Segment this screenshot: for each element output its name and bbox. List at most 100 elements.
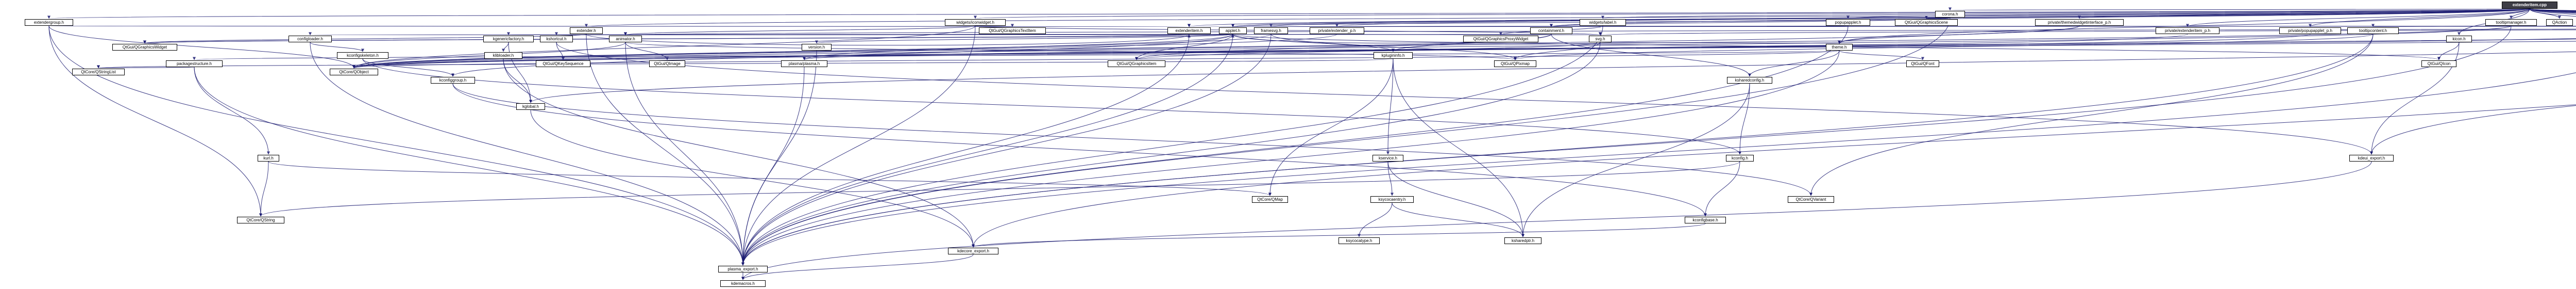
include-edge [1809,34,2374,196]
include-edge [97,58,1394,69]
graph-node[interactable]: kdemacros.h [720,280,766,287]
graph-node[interactable]: kconfigbase.h [1685,217,1726,223]
include-edge [2510,8,2530,19]
graph-node[interactable]: extender.h [570,27,603,34]
include-edge [1839,50,1924,60]
graph-node[interactable]: packagestructure.h [166,60,223,67]
graph-node[interactable]: QtGui/QGraphicsScene [1895,19,1958,26]
graph-node[interactable]: widgets/label.h [1580,19,1626,26]
include-edge [2529,8,2576,17]
include-edge [362,58,454,77]
include-edge [2529,8,2576,13]
include-edge [2370,105,2576,155]
graph-node[interactable]: QAction [2546,19,2573,26]
graph-node[interactable]: kurl.h [258,155,279,162]
graph-node[interactable]: private/themedwidgetinterface_p.h [2035,19,2124,26]
include-edge [1599,29,2576,36]
graph-node[interactable]: QtCore/QStringList [72,69,125,75]
graph-node[interactable]: QtCore/QString [237,217,284,223]
include-edge [1135,34,1233,60]
include-edge [741,34,1233,266]
graph-node[interactable]: private/extender_p.h [1310,27,1364,34]
include-edge [310,42,744,266]
graph-node[interactable]: QtCore/QObject [330,69,378,75]
graph-node[interactable]: kshortcut.h [540,36,573,42]
graph-node[interactable]: kconfigskeleton.h [337,52,388,59]
graph-node[interactable]: klibloader.h [484,52,522,59]
graph-node[interactable]: QtGui/QGraphicsWidget [112,44,177,51]
include-edge [529,51,2576,103]
include-edge [1514,42,1601,60]
include-edge [1602,8,2530,19]
graph-node[interactable]: kdeui_export.h [2349,155,2394,162]
graph-node-root[interactable]: extenderitem.cpp [2502,2,2557,9]
include-edge [1386,58,1394,155]
graph-node[interactable]: ksharedconfig.h [1727,77,1772,84]
graph-node[interactable]: theme.h [1826,44,1853,51]
graph-node[interactable]: kplugininfo.h [1374,52,1413,59]
edge-group [48,7,2576,280]
graph-node[interactable]: svg.h [1589,36,1612,42]
include-edge [556,42,565,60]
graph-node[interactable]: kgenericfactory.h [483,36,534,42]
graph-node[interactable]: corona.h [1935,11,1965,18]
graph-node[interactable]: framesvg.h [1254,27,1288,34]
include-edge [1268,58,1394,196]
include-edge [975,24,1014,27]
include-edge [352,25,976,69]
include-edge [48,8,2530,19]
graph-node[interactable]: applet.h [1219,27,1247,34]
graph-node[interactable]: animator.h [609,36,642,42]
include-edge [194,67,744,266]
include-edge [815,34,1233,44]
include-edge [502,42,509,52]
graph-node[interactable]: QtGui/QImage [649,60,685,67]
include-edge [1748,50,1840,77]
include-edge [48,25,744,266]
include-edge [625,32,1552,36]
include-edge [452,83,1812,196]
graph-node[interactable]: popupapplet.h [1826,19,1870,26]
graph-node[interactable]: configloader.h [289,36,332,42]
include-edge [310,42,364,52]
graph-node[interactable]: ksycocatype.h [1338,237,1380,244]
graph-node[interactable]: QtGui/QPixmap [1494,60,1536,67]
graph-node[interactable]: widgets/iconwidget.h [945,19,1006,26]
graph-node[interactable]: kconfiggroup.h [431,77,475,84]
include-edge [741,67,805,266]
graph-node[interactable]: extendergroup.h [25,19,73,26]
graph-node[interactable]: QtCore/QVariant [1788,196,1834,203]
graph-node[interactable]: kicon.h [2446,36,2472,42]
graph-node[interactable]: QtCore/QMap [1252,196,1288,203]
include-edge [1387,161,1394,196]
graph-node[interactable]: QtGui/QGraphicsTextItem [979,27,1046,34]
include-edge [48,24,1190,27]
graph-node[interactable]: kdecore_export.h [948,248,998,254]
graph-node[interactable]: QtGui/QGraphicsProxyWidget [1463,36,1538,42]
graph-node[interactable]: ksycocaentry.h [1370,196,1414,203]
graph-node[interactable]: kconfig.h [1726,155,1754,162]
graph-node[interactable]: QtGui/QFont [1906,60,1939,67]
graph-node[interactable]: kservice.h [1372,155,1403,162]
include-edge [2529,8,2576,13]
include-edge [1704,161,1740,217]
graph-node[interactable]: tooltipcontent.h [2347,27,2399,34]
include-edge [1521,83,1750,237]
graph-node[interactable]: QtGui/QGraphicsItem [1108,60,1165,67]
graph-node[interactable]: plasma_export.h [718,266,768,272]
graph-node[interactable]: containment.h [1530,27,1572,34]
graph-node[interactable]: kglobal.h [516,103,545,110]
graph-node[interactable]: ksharedptr.h [1504,237,1541,244]
include-edge [741,42,1601,266]
graph-node[interactable]: tooltipmanager.h [2485,19,2537,26]
include-edge [97,65,195,69]
graph-node[interactable]: private/popupapplet_p.h [2279,27,2341,34]
graph-node[interactable]: QtGui/QIcon [2421,60,2456,67]
graph-node[interactable]: version.h [802,44,832,51]
include-edge [2437,42,2460,60]
graph-node[interactable]: QtGui/QKeySequence [536,60,590,67]
graph-node[interactable]: plasma/plasma.h [781,60,827,67]
graph-node[interactable]: extenderitem.h [1167,27,1211,34]
graph-node[interactable]: private/extenderitem_p.h [2156,27,2219,34]
